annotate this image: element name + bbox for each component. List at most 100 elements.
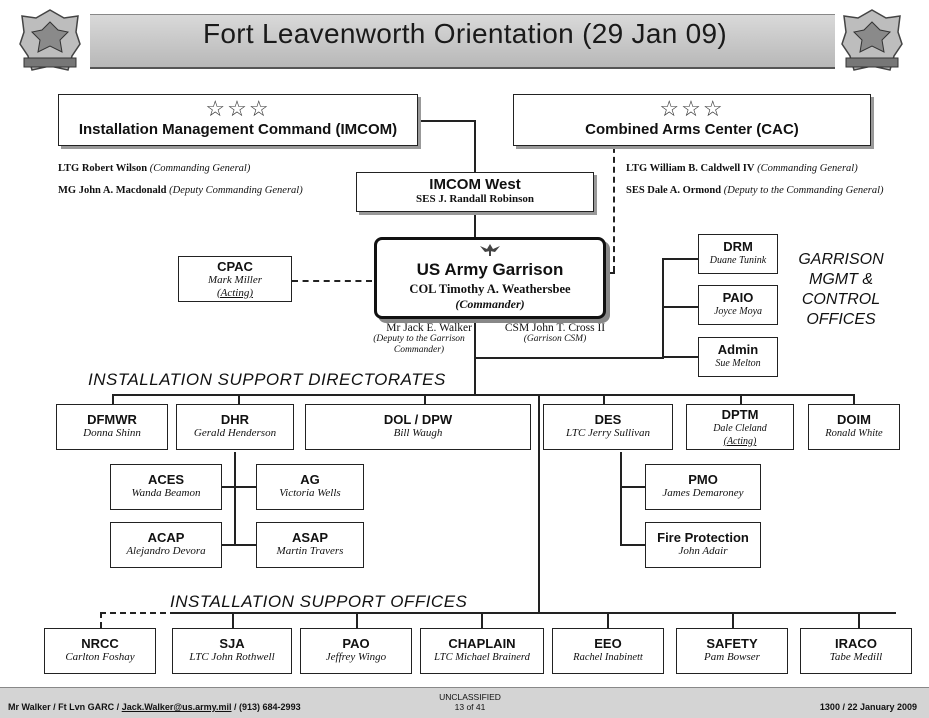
connector	[732, 612, 734, 628]
cpac-box: CPAC Mark Miller (Acting)	[178, 256, 292, 302]
connector	[474, 120, 476, 172]
connector	[858, 612, 860, 628]
sub-name: Fire Protection	[657, 530, 749, 545]
office-person: Rachel Inabinett	[573, 652, 643, 663]
connector	[481, 612, 483, 628]
eagle-icon	[480, 244, 500, 256]
garrison-offices-label: GARRISON MGMT & CONTROL OFFICES	[798, 251, 884, 328]
deputy-name: Mr Jack E. Walker	[386, 322, 472, 334]
title-bar	[90, 14, 835, 69]
office-person: LTC John Rothwell	[189, 651, 275, 663]
des-sub-fire-protection: Fire Protection John Adair	[645, 522, 761, 568]
sub-person: Victoria Wells	[279, 487, 341, 499]
office-person: Pam Bowser	[704, 651, 760, 663]
directorate-des: DES LTC Jerry Sullivan	[543, 404, 673, 450]
directorates-label: INSTALLATION SUPPORT DIRECTORATES	[88, 370, 446, 389]
army-crest-right-icon	[841, 9, 903, 71]
connector	[662, 306, 698, 308]
three-star-icon: ☆☆☆	[205, 96, 271, 121]
connector	[176, 612, 896, 614]
footer-email-link[interactable]: Jack.Walker@us.army.mil	[121, 702, 232, 712]
footer-author: Mr Walker / Ft Lvn GARC /	[8, 702, 122, 712]
mgmt-office-admin: Admin Sue Melton	[698, 337, 778, 377]
sub-name: ACAP	[147, 530, 185, 545]
office-name: PAO	[342, 636, 370, 651]
office-name: EEO	[594, 636, 622, 651]
directorate-person: Ronald White	[825, 428, 883, 439]
csm: CSM John T. Cross II (Garrison CSM)	[490, 322, 620, 344]
garrison-name: US Army Garrison	[416, 260, 564, 279]
directorate-dptm: DPTM Dale Cleland (Acting)	[686, 404, 794, 450]
imcom-cg: LTG Robert Wilson (Commanding General)	[58, 163, 251, 174]
three-star-icon: ☆☆☆	[659, 96, 725, 121]
office-nrcc: NRCC Carlton Foshay	[44, 628, 156, 674]
dashed-connector	[100, 612, 176, 614]
mgmt-office-paio: PAIO Joyce Moya	[698, 285, 778, 325]
csm-name: CSM John T. Cross II	[504, 322, 606, 334]
footer-classification: UNCLASSIFIED 13 of 41	[400, 692, 540, 712]
dhr-sub-acap: ACAP Alejandro Devora	[110, 522, 222, 568]
sub-person: Wanda Beamon	[131, 487, 201, 499]
cac-box: ☆☆☆ Combined Arms Center (CAC)	[513, 94, 871, 146]
directorate-name: DES	[594, 412, 622, 427]
connector	[662, 356, 698, 358]
connector	[474, 320, 476, 396]
connector	[662, 258, 698, 260]
directorate-dhr: DHR Gerald Henderson	[176, 404, 294, 450]
connector	[620, 452, 622, 546]
connector	[222, 486, 256, 488]
office-chaplain: CHAPLAIN LTC Michael Brainerd	[420, 628, 544, 674]
connector	[424, 394, 426, 404]
army-crest-left-icon	[19, 9, 81, 71]
cpac-person: Mark Miller	[207, 274, 263, 286]
directorate-name: DFMWR	[87, 412, 137, 427]
sub-name: AG	[300, 472, 320, 487]
garrison-role: (Commander)	[455, 297, 525, 311]
office-person: LTC Michael Brainerd	[434, 652, 530, 663]
office-name: PAIO	[722, 290, 754, 305]
office-name: NRCC	[81, 636, 119, 651]
office-sja: SJA LTC John Rothwell	[172, 628, 292, 674]
page-number: 13 of 41	[454, 702, 486, 712]
cpac-note: (Acting)	[216, 287, 254, 299]
connector	[418, 120, 476, 122]
sub-name: PMO	[688, 472, 718, 487]
connector	[474, 212, 476, 238]
connector	[607, 612, 609, 628]
footer-phone: / (913) 684-2993	[231, 702, 301, 712]
directorate-dol-dpw: DOL / DPW Bill Waugh	[305, 404, 531, 450]
connector	[238, 394, 240, 404]
imcom-west-name: IMCOM West	[429, 176, 521, 193]
directorate-person: Gerald Henderson	[193, 427, 277, 439]
directorate-person: Donna Shinn	[83, 427, 141, 439]
office-person: Joyce Moya	[713, 306, 763, 317]
sub-person: James Demaroney	[662, 487, 744, 499]
des-sub-pmo: PMO James Demaroney	[645, 464, 761, 510]
connector	[222, 544, 256, 546]
directorate-name: DPTM	[721, 407, 759, 422]
directorate-person: Bill Waugh	[393, 427, 443, 439]
dashed-connector	[100, 612, 102, 628]
connector	[112, 394, 114, 404]
connector	[620, 486, 645, 488]
sub-person: Alejandro Devora	[126, 545, 206, 557]
offices-label: INSTALLATION SUPPORT OFFICES	[170, 592, 468, 611]
dhr-sub-aces: ACES Wanda Beamon	[110, 464, 222, 510]
connector	[476, 357, 664, 359]
sub-name: ACES	[147, 472, 185, 487]
classification-label: UNCLASSIFIED	[439, 692, 501, 702]
footer: Mr Walker / Ft Lvn GARC / Jack.Walker@us…	[0, 687, 929, 718]
connector	[356, 612, 358, 628]
imcom-name: Installation Management Command (IMCOM)	[78, 121, 398, 138]
office-person: Tabe Medill	[829, 651, 883, 663]
imcom-box: ☆☆☆ Installation Management Command (IMC…	[58, 94, 418, 146]
cac-name: Combined Arms Center (CAC)	[585, 121, 799, 138]
dhr-sub-asap: ASAP Martin Travers	[256, 522, 364, 568]
connector	[603, 394, 605, 404]
page-title: Fort Leavenworth Orientation (29 Jan 09)	[202, 18, 728, 49]
cpac-name: CPAC	[217, 259, 253, 274]
directorate-note: (Acting)	[723, 436, 757, 447]
connector	[740, 394, 742, 404]
connector	[112, 394, 854, 396]
office-eeo: EEO Rachel Inabinett	[552, 628, 664, 674]
